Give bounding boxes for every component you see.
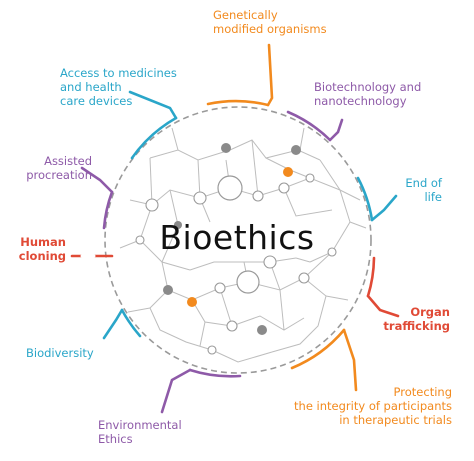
central-dashed-circle [104,106,372,374]
label-gmo-line-1: Genetically [213,8,278,22]
label-assisted: Assisted procreation [4,154,92,182]
label-protecting-line-1: Protecting [393,385,452,399]
label-biotech: Biotechnology and nanotechnology [314,80,421,108]
connector-gmo [206,43,274,107]
label-biotech-line-1: Biotechnology and [314,80,422,94]
connector-organ [366,256,400,318]
label-gmo: Genetically modified organisms [213,8,327,36]
label-cloning: Human cloning [4,235,66,263]
label-organ: Organ trafficking [382,305,450,333]
label-assisted-line-2: procreation [26,168,92,182]
label-organ-line-1: Organ [410,305,450,319]
label-cloning-line-1: Human [20,235,66,249]
label-endoflife: End of life [380,176,442,204]
label-environmental-line-2: Ethics [98,432,133,446]
connector-medicines [128,90,178,160]
label-assisted-line-1: Assisted [44,154,92,168]
connector-assisted [80,166,114,230]
label-protecting-line-2: the integrity of participants [294,399,452,413]
label-environmental-line-1: Environmental [98,418,182,432]
connector-biotech [286,110,344,142]
label-medicines-line-2: and health [60,80,122,94]
label-endoflife-line-1: End of [405,176,442,190]
label-endoflife-line-2: life [424,190,442,204]
label-environmental: Environmental Ethics [98,418,182,446]
label-medicines: Access to medicines and health care devi… [60,66,177,108]
label-biotech-line-2: nanotechnology [314,94,407,108]
connector-protecting [290,328,358,392]
label-organ-line-2: trafficking [383,319,450,333]
label-biodiversity: Biodiversity [26,346,94,360]
connector-biodiversity [102,308,142,340]
connector-environmental [160,368,242,414]
label-gmo-line-2: modified organisms [213,22,327,36]
label-protecting-line-3: in therapeutic trials [339,413,452,427]
label-protecting: Protecting the integrity of participants… [248,385,452,427]
network-nodes [135,143,337,355]
label-medicines-line-1: Access to medicines [60,66,177,80]
label-biodiversity-line-1: Biodiversity [26,346,94,360]
label-cloning-line-2: cloning [18,249,66,263]
diagram-title: Bioethics [159,218,315,257]
label-medicines-line-3: care devices [60,94,133,108]
connector-endoflife [356,176,398,222]
network-lines [119,127,367,363]
